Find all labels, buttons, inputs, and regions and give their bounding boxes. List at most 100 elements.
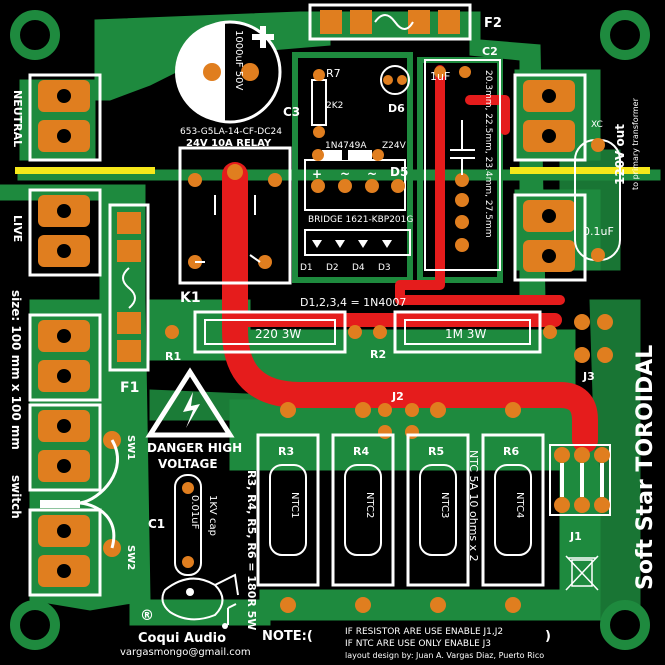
terminal-live (28, 188, 102, 277)
label-r1: R1 (165, 350, 181, 363)
block-r4-ntc2 (331, 402, 395, 613)
jumper-j3 (574, 314, 613, 363)
capacitor-c1 (174, 474, 202, 576)
label-d5: D5 (390, 165, 408, 179)
label-d1: D1 (300, 263, 313, 273)
label-out-sub: to primary transformer (631, 97, 640, 190)
label-c1: C1 (148, 517, 165, 531)
label-c2-pitch: 20.3mm, 22.5mm, 23.4mm, 27.5mm (483, 70, 493, 237)
ntc-blocks (256, 402, 545, 613)
yellow-separator-right (510, 167, 650, 174)
label-f1: F1 (120, 380, 139, 396)
label-j2: J2 (391, 390, 404, 403)
label-r1m: 1M 3W (445, 327, 486, 341)
label-bridge-ac2: ~ (367, 167, 377, 181)
resistor-1m-3w (373, 310, 557, 354)
label-danger: DANGER HIGH (147, 441, 242, 455)
mounting-hole-bl (10, 600, 60, 650)
label-switch: switch (9, 475, 23, 519)
led-d6 (380, 65, 410, 95)
label-r220: 220 3W (255, 327, 301, 341)
warning-triangle-icon (145, 367, 235, 438)
mounting-holes (10, 10, 650, 650)
label-c2-value: 1uF (430, 70, 450, 83)
label-note-close: ) (545, 629, 551, 644)
label-j3: J3 (582, 370, 595, 383)
label-r6: R6 (503, 445, 519, 458)
label-zener-part: 1N4749A (325, 141, 367, 151)
relay-k1 (178, 146, 292, 285)
label-bridge-ac1: ~ (340, 167, 350, 181)
label-size: size: 100 mm x 100 mm (9, 290, 23, 450)
label-r5: R5 (428, 445, 444, 458)
label-cap-1000uf: 1000uF 50V (233, 30, 244, 90)
jumper-j1 (549, 444, 611, 516)
label-j1: J1 (569, 530, 582, 543)
label-r2: R2 (370, 348, 386, 361)
label-zener-volt: Z24V (382, 141, 407, 151)
label-ntc-note: NTC 5A 10 ohms x 2 (467, 450, 480, 562)
capacitor-1000uf (175, 20, 282, 124)
weee-bin-icon (565, 555, 599, 591)
label-brand: Coqui Audio (138, 631, 226, 646)
label-voltage: VOLTAGE (158, 457, 218, 471)
label-bridge-plus: + (312, 167, 322, 181)
label-credit: layout design by: Juan A. Vargas Diaz, P… (345, 651, 544, 660)
label-f2: F2 (484, 16, 502, 31)
terminal-out-a (513, 73, 587, 162)
label-res-note: R3, R4, R5, R6 = 180R 5W (245, 470, 258, 630)
fuse-f1 (108, 203, 150, 372)
label-note: NOTE:( (262, 629, 313, 644)
terminal-neutral (28, 73, 102, 162)
label-r7: R7 (326, 67, 341, 80)
block-r5-ntc3 (406, 402, 470, 613)
capacitor-xc (574, 138, 621, 262)
switch-pads (40, 431, 121, 557)
label-ntc4: NTC4 (514, 492, 525, 518)
resistor-220-3w (165, 310, 362, 354)
terminal-switch-a (28, 313, 102, 402)
label-note-line2: IF NTC ARE USE ONLY ENABLE J3 (345, 639, 491, 649)
label-relay-part: 653-G5LA-14-CF-DC24 (180, 127, 282, 137)
label-c3: C3 (283, 105, 300, 119)
label-r7-value: 2K2 (326, 101, 343, 111)
label-d6: D6 (388, 102, 405, 115)
zener-d5 (312, 149, 384, 161)
label-neutral: NEUTRAL (11, 90, 24, 147)
label-diodes-note: D1,2,3,4 = 1N4007 (300, 296, 406, 309)
block-r6-ntc4 (481, 402, 545, 613)
diodes-d1-d4 (304, 229, 411, 256)
coqui-frog-logo (161, 573, 239, 621)
mounting-hole-br (600, 600, 650, 650)
label-note-line1: IF RESISTOR ARE USE ENABLE J1,J2 (345, 627, 503, 637)
fuse-f2 (308, 3, 472, 41)
music-note-icon (222, 603, 237, 629)
label-xc-value: 0.1uF (583, 225, 614, 238)
label-sw2: SW2 (125, 545, 136, 570)
label-ntc1: NTC1 (289, 492, 300, 518)
label-email: vargasmongo@gmail.com (120, 647, 251, 658)
label-ntc2: NTC2 (364, 492, 375, 518)
label-live: LIVE (11, 215, 24, 242)
yellow-separator-left (15, 167, 155, 174)
label-sw1: SW1 (125, 435, 136, 460)
label-k1: K1 (180, 290, 201, 306)
label-c1-value: 0.01uF (189, 495, 200, 530)
label-c1-kv: 1KV cap (207, 495, 218, 536)
terminal-out-b (513, 193, 587, 282)
label-relay: 24V 10A RELAY (186, 138, 272, 149)
terminal-switch-c (28, 508, 102, 597)
capacitor-c2 (424, 59, 501, 271)
mounting-hole-tl (10, 10, 60, 60)
label-d3: D3 (378, 263, 391, 273)
board-title: Soft Star TOROIDAL (633, 345, 658, 590)
label-bridge: BRIDGE 1621-KBP201G (308, 215, 413, 225)
terminal-blocks (28, 73, 587, 597)
resistor-r7 (311, 69, 327, 138)
mounting-hole-tr (600, 10, 650, 60)
label-d4: D4 (352, 263, 365, 273)
label-r4: R4 (353, 445, 369, 458)
label-logo-mark: ® (140, 608, 154, 624)
label-d2: D2 (326, 263, 339, 273)
